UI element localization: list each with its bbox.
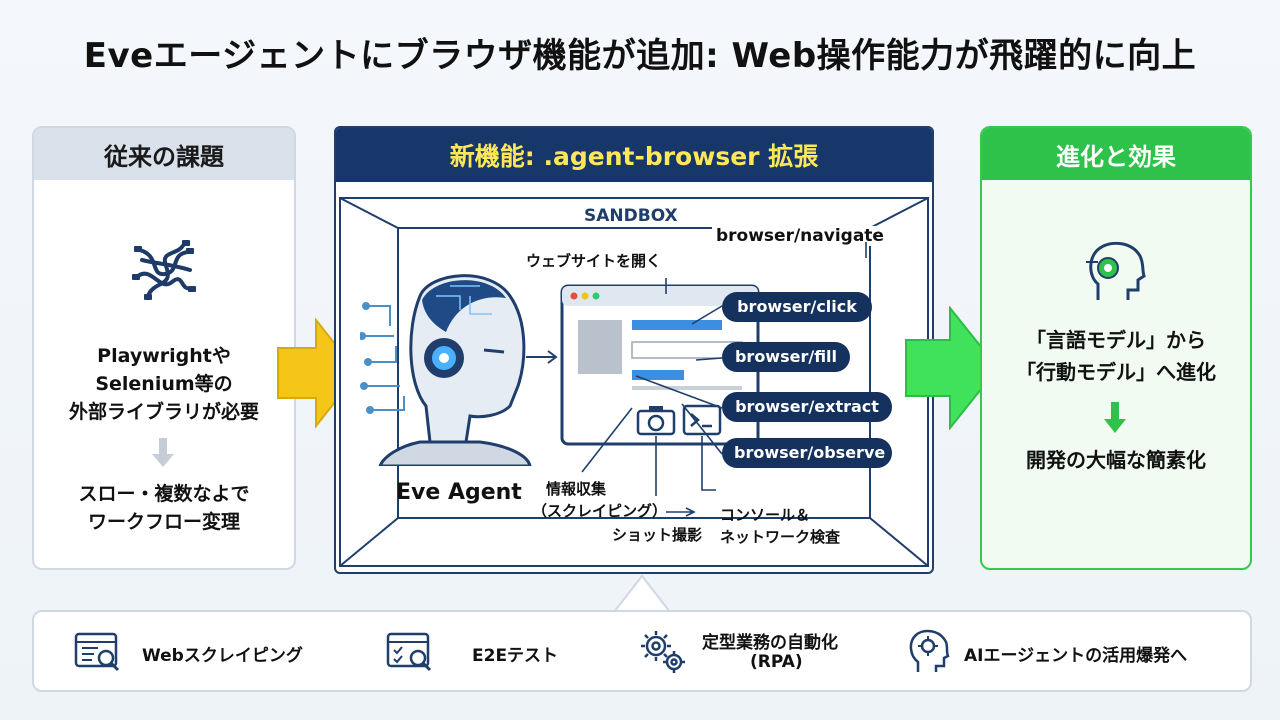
callout-pointer xyxy=(613,574,671,614)
open-site-label: ウェブサイトを開く xyxy=(526,252,662,270)
problem-line-2: Selenium等の xyxy=(95,373,233,395)
console-label-1: コンソール＆ xyxy=(720,506,811,524)
use-case-ai-agent: AIエージェントの活用爆発へ xyxy=(964,646,1188,666)
use-case-rpa-abbr: (RPA) xyxy=(750,652,803,672)
tangled-cables-icon xyxy=(132,240,196,300)
problem-line-1: Playwrightや xyxy=(97,345,231,367)
problem-line-5: ワークフロー変理 xyxy=(87,511,240,533)
web-scraping-icon xyxy=(74,632,120,672)
terminal-icon xyxy=(682,404,722,436)
camera-icon xyxy=(636,406,676,436)
arrow-right-icon xyxy=(526,350,558,364)
agent-label: Eve Agent xyxy=(396,480,522,505)
ai-brain-icon xyxy=(909,629,950,672)
screenshot-label: ショット撮影 xyxy=(612,526,703,544)
problem-header: 従来の課題 xyxy=(34,128,294,180)
use-case-e2e-test: E2Eテスト xyxy=(472,646,559,666)
problem-panel: 従来の課題 Playwrightや Selenium等の 外部ライブラリが必要 … xyxy=(32,126,296,570)
result-panel: 進化と効果 「言語モデル」から 「行動モデル」へ進化 開発の大幅な簡素化 xyxy=(980,126,1252,570)
problem-line-4: スロー・複数なよで xyxy=(78,483,250,505)
navigate-command: browser/navigate xyxy=(712,226,888,246)
use-case-rpa: 定型業務の自動化 xyxy=(702,633,838,653)
arrow-down-green-icon xyxy=(1104,402,1126,433)
e2e-test-icon xyxy=(386,632,432,672)
scrape-label-1: 情報収集 xyxy=(546,480,607,498)
console-label-2: ネットワーク検査 xyxy=(720,528,841,546)
click-command: browser/click xyxy=(722,292,872,322)
robot-agent-icon xyxy=(360,274,532,466)
result-line-1: 「言語モデル」から xyxy=(1026,328,1206,352)
result-line-2: 「行動モデル」へ進化 xyxy=(1016,360,1216,384)
browser-window-icon xyxy=(560,284,760,446)
observe-command: browser/observe xyxy=(722,438,892,468)
feature-panel: 新機能: .agent-browser 拡張 SANDBOX browser/n… xyxy=(334,126,934,574)
feature-header: 新機能: .agent-browser 拡張 xyxy=(336,128,932,182)
ai-head-icon xyxy=(1086,241,1146,300)
use-case-bar: Webスクレイピング E2Eテスト 定型業務の自動化 (RPA) AIエージェン… xyxy=(32,610,1252,692)
gears-icon xyxy=(641,631,685,673)
connector-lines xyxy=(581,242,867,517)
result-line-3: 開発の大幅な簡素化 xyxy=(1026,448,1206,472)
arrow-right-green-icon xyxy=(905,306,1000,430)
extract-command: browser/extract xyxy=(722,392,892,422)
page-title: Eveエージェントにブラウザ機能が追加: Web操作能力が飛躍的に向上 xyxy=(83,36,1197,76)
fill-command: browser/fill xyxy=(722,342,850,372)
sandbox-label: SANDBOX xyxy=(584,206,678,226)
scrape-label-2: （スクレイピング） xyxy=(532,502,668,520)
problem-line-3: 外部ライブラリが必要 xyxy=(68,401,259,423)
arrow-down-icon xyxy=(152,438,174,467)
result-header: 進化と効果 xyxy=(982,128,1250,180)
use-case-web-scraping: Webスクレイピング xyxy=(142,646,303,666)
